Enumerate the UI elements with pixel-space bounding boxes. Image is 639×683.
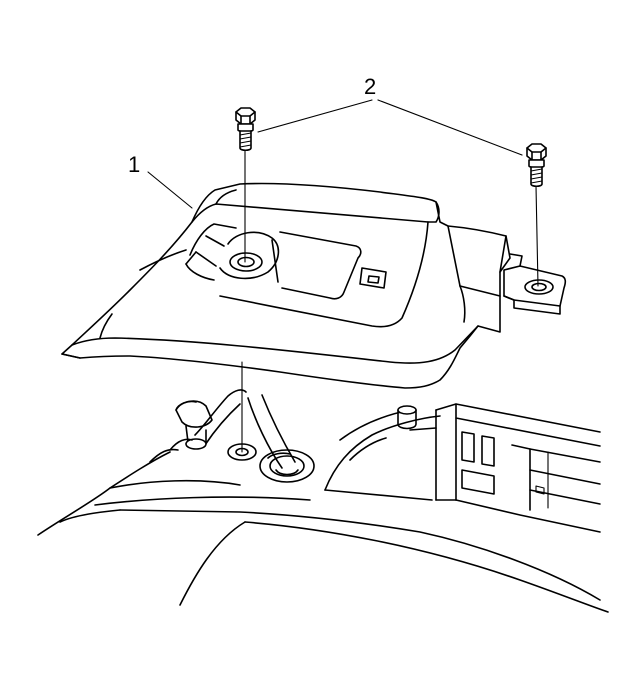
hose-grommet (247, 394, 315, 483)
tab-mounting-hole (524, 279, 554, 295)
bolt-left (235, 107, 256, 152)
leader-lines (147, 99, 523, 209)
callout-cover-number: 1 (128, 152, 140, 177)
mounting-tab-right (503, 253, 567, 315)
assembly-lines (241, 149, 539, 453)
cover-panel (61, 182, 511, 389)
battery-tray (324, 403, 601, 533)
bolt-right (526, 143, 547, 188)
wiring-connector (149, 389, 247, 463)
cover-mounting-hole-left (229, 252, 263, 272)
callout-bolts-number: 2 (364, 74, 376, 99)
floor-panel (37, 451, 609, 613)
